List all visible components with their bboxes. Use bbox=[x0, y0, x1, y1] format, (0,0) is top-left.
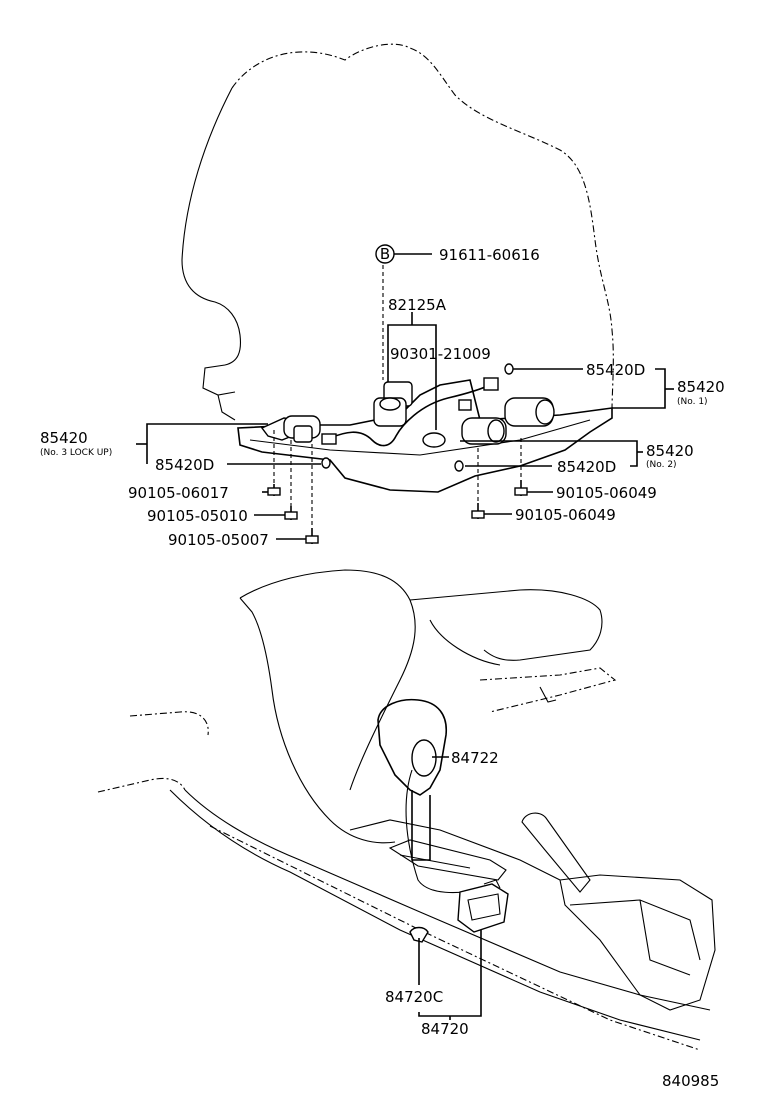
solenoid-no1 bbox=[504, 397, 555, 427]
shift-lever bbox=[377, 698, 481, 894]
label-84720: 84720 bbox=[421, 1020, 469, 1038]
screw-84720c bbox=[409, 926, 429, 943]
label-85420-no2: 85420 bbox=[646, 442, 694, 460]
label-84722: 84722 bbox=[451, 749, 499, 767]
label-90105-06017: 90105-06017 bbox=[128, 484, 229, 502]
label-85420-no1-sub: (No. 1) bbox=[677, 397, 708, 407]
connector bbox=[483, 377, 499, 391]
wire-harness bbox=[329, 383, 493, 447]
connector bbox=[458, 399, 472, 411]
o-ring-85420d bbox=[454, 460, 464, 472]
bolt bbox=[305, 528, 319, 544]
solenoid-no3 bbox=[260, 415, 321, 443]
label-90105-06049-a: 90105-06049 bbox=[556, 484, 657, 502]
o-ring-85420d bbox=[321, 457, 331, 469]
label-90105-06049-b: 90105-06049 bbox=[515, 506, 616, 524]
label-85420-no2-sub: (No. 2) bbox=[646, 460, 677, 470]
circle-b-letter: B bbox=[380, 245, 390, 263]
label-90301-21009: 90301-21009 bbox=[390, 345, 491, 363]
circle-b-callout: B bbox=[375, 244, 395, 264]
o-ring bbox=[422, 432, 446, 448]
connector bbox=[321, 433, 337, 445]
armrest bbox=[559, 874, 716, 1011]
parking-brake-lever bbox=[521, 812, 591, 893]
o-ring-85420d bbox=[504, 363, 514, 375]
alignment-lines bbox=[273, 265, 522, 528]
label-84720c: 84720C bbox=[385, 988, 443, 1006]
label-90105-05010: 90105-05010 bbox=[147, 507, 248, 525]
label-85420d-top: 85420D bbox=[586, 361, 645, 379]
lower-leader-lines bbox=[418, 756, 482, 1020]
label-82125a: 82125A bbox=[388, 296, 447, 314]
shift-switch-84722 bbox=[411, 739, 437, 777]
center-console bbox=[169, 789, 711, 1051]
label-85420d-left: 85420D bbox=[155, 456, 214, 474]
bolt bbox=[267, 484, 281, 496]
label-85420d-right: 85420D bbox=[557, 458, 616, 476]
label-85420-no1: 85420 bbox=[677, 378, 725, 396]
diagram-number: 840985 bbox=[662, 1072, 719, 1090]
solenoid-no2 bbox=[461, 417, 507, 445]
leader-lines bbox=[136, 253, 674, 540]
shift-lock-unit bbox=[457, 879, 509, 933]
bolt bbox=[471, 503, 485, 519]
transmission-outline bbox=[181, 43, 614, 421]
bolt bbox=[284, 506, 298, 520]
dashboard-outline bbox=[97, 569, 617, 844]
bolt bbox=[514, 480, 528, 496]
label-91611-60616: 91611-60616 bbox=[439, 246, 540, 264]
label-90105-05007: 90105-05007 bbox=[168, 531, 269, 549]
solenoid-82125a bbox=[373, 381, 413, 427]
label-85420-no3-sub: (No. 3 LOCK UP) bbox=[40, 448, 112, 458]
label-85420-no3: 85420 bbox=[40, 429, 88, 447]
